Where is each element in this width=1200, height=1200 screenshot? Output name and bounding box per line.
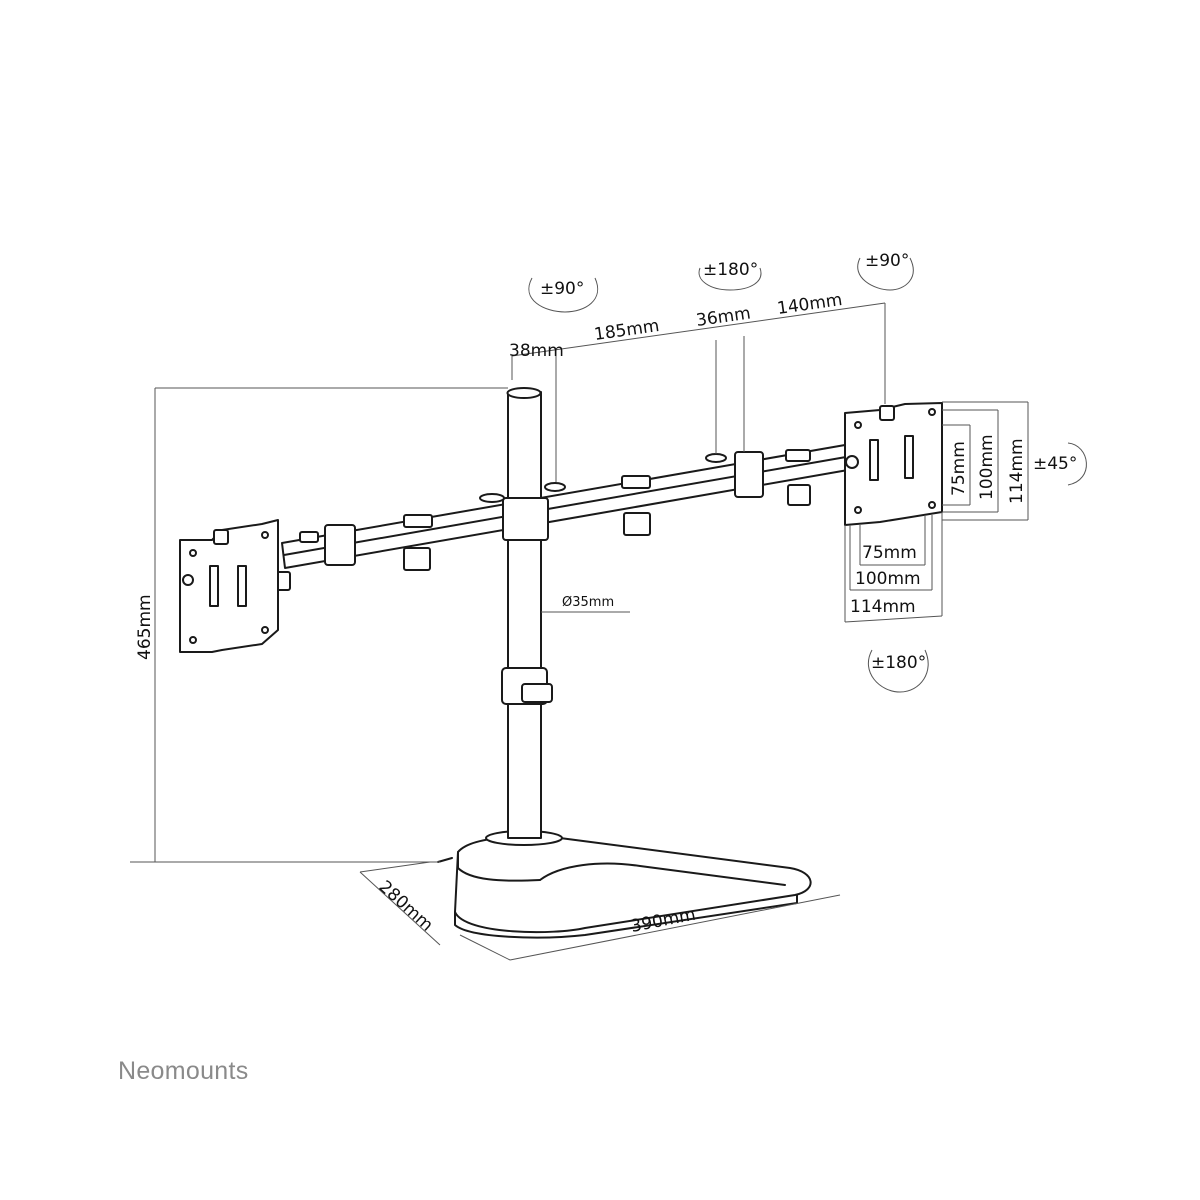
dim-vesa-h-114: 114mm [850, 597, 916, 617]
arm-assembly [267, 444, 849, 591]
rotation-label-swivel: ±180° [703, 260, 758, 280]
rotation-label-side: ±45° [1033, 454, 1077, 474]
dim-vesa-v-114: 114mm [1007, 438, 1027, 504]
dim-arm-segment-2: 140mm [776, 290, 844, 319]
dim-vesa-h-100: 100mm [855, 569, 921, 589]
stand-pole [501, 387, 553, 839]
dim-vesa-h-75: 75mm [862, 543, 917, 563]
stand-base [437, 830, 812, 939]
dim-pole-offset: 38mm [509, 341, 564, 361]
rotation-label-tilt-right: ±90° [865, 251, 909, 271]
dim-total-height: 465mm [135, 594, 155, 660]
dim-pole-diameter: Ø35mm [562, 595, 614, 610]
rotation-arcs [528, 257, 1087, 693]
dim-vesa-v-100: 100mm [977, 434, 997, 500]
brand-logo-text: Neomounts [118, 1057, 249, 1085]
dim-arm-joint: 36mm [695, 304, 752, 331]
dim-arm-segment-1: 185mm [593, 316, 661, 345]
rotation-label-tilt-left: ±90° [540, 279, 584, 299]
dim-base-depth: 280mm [375, 877, 437, 936]
dimension-lines [130, 302, 1029, 961]
vesa-plate-right [844, 402, 943, 526]
vesa-plate-left [179, 519, 279, 653]
rotation-label-bottom: ±180° [871, 653, 926, 673]
dim-vesa-v-75: 75mm [949, 441, 969, 496]
